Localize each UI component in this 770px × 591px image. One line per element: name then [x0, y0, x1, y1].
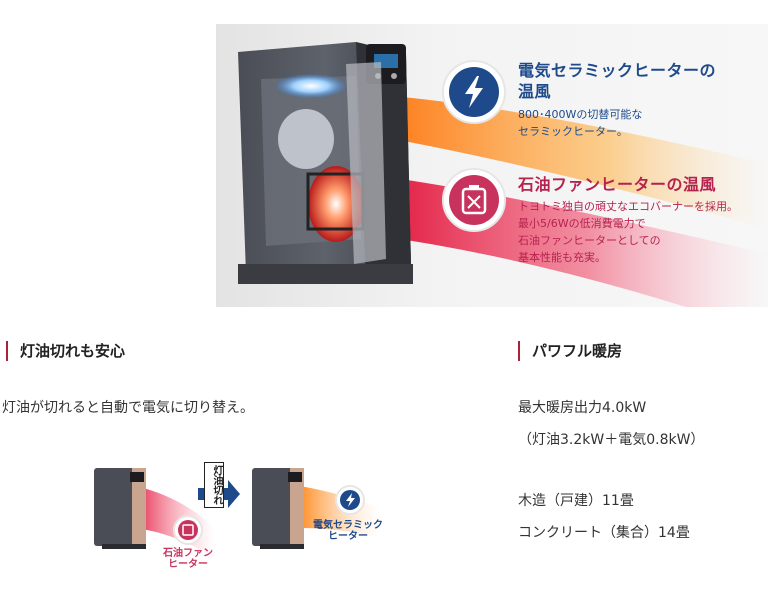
oil-desc-line3: 石油ファンヒーターとしての — [518, 234, 661, 247]
electric-desc-line2: セラミックヒーター。 — [518, 125, 628, 138]
oil-icon-badge — [442, 168, 506, 232]
hero-image: 電気セラミックヒーターの 温風 800･400Wの切替可能な セラミックヒーター… — [216, 24, 768, 307]
oil-title: 石油ファンヒーターの温風 — [518, 175, 717, 194]
oil-mode-heater — [94, 468, 215, 558]
lightning-icon — [465, 76, 483, 108]
electric-mode-heater — [252, 468, 380, 549]
electric-diagram-label-line1: 電気セラミック — [313, 520, 383, 531]
electric-desc-line1: 800･400Wの切替可能な — [518, 108, 643, 121]
electric-diagram-label-line2: ヒーター — [328, 531, 368, 542]
oil-desc-line2: 最小5/6Wの低消費電力で — [518, 217, 646, 230]
oil-diagram-label: 石油ファン ヒーター — [160, 548, 216, 570]
switch-label: 灯油切れ — [204, 462, 224, 508]
electric-icon-badge — [442, 60, 506, 124]
oil-desc-line1: トヨトミ独自の頑丈なエコバーナーを採用。 — [518, 200, 738, 213]
max-output: 最大暖房出力4.0kW — [518, 400, 647, 416]
auto-switch-diagram: 灯油切れ 石油ファン ヒーター 電気セラミック ヒーター — [80, 458, 410, 583]
oil-diagram-label-line2: ヒーター — [168, 559, 208, 570]
oil-desc-line4: 基本性能も充実。 — [518, 251, 606, 264]
oil-diagram-label-line1: 石油ファン — [163, 548, 213, 559]
safety-description: 灯油が切れると自動で電気に切り替え。 — [2, 400, 254, 416]
section-heading-safety: 灯油切れも安心 — [6, 340, 125, 362]
output-breakdown: （灯油3.2kW＋電気0.8kW） — [518, 432, 705, 448]
room-size-concrete: コンクリート（集合）14畳 — [518, 525, 690, 541]
electric-title-line1: 電気セラミックヒーターの — [518, 61, 717, 80]
room-size-wood: 木造（戸建）11畳 — [518, 493, 634, 509]
fuel-can-icon — [461, 185, 487, 215]
electric-title-line2: 温風 — [518, 82, 552, 101]
heater-cutaway-illustration — [238, 42, 768, 307]
electric-diagram-label: 電気セラミック ヒーター — [308, 520, 388, 542]
section-heading-power: パワフル暖房 — [518, 340, 622, 362]
fuel-can-small-icon — [178, 520, 198, 540]
